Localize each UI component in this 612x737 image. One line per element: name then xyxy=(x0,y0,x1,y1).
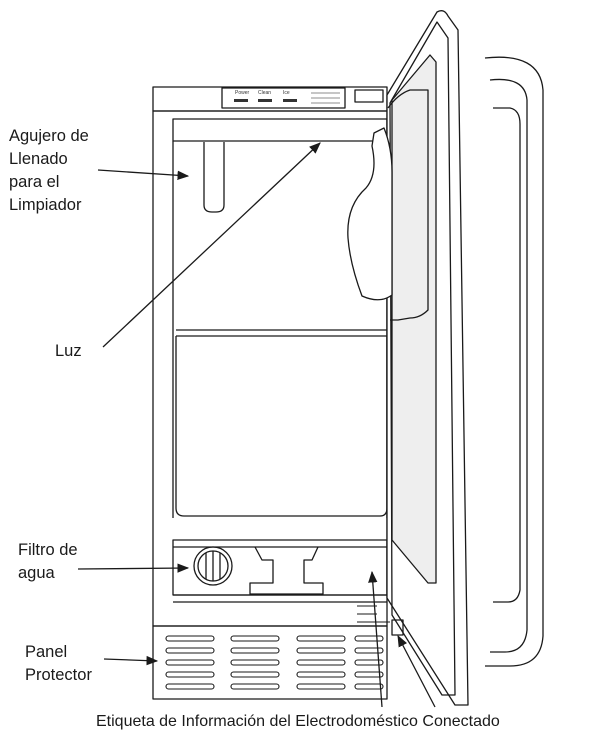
protector-panel xyxy=(152,625,388,700)
water-filter-label: Filtro de agua xyxy=(18,539,78,585)
ice-scoop xyxy=(347,127,393,301)
cabinet-frame xyxy=(152,110,388,627)
svg-text:Power: Power xyxy=(235,90,250,96)
water-filter-label-line-2: agua xyxy=(18,564,55,582)
drain-pedestal xyxy=(249,546,324,595)
cleaner-fill-hole xyxy=(203,142,225,213)
arrow-cleaner-fill-hole xyxy=(97,169,190,180)
vent-slots xyxy=(165,635,384,690)
water-filter-label-line-1: Filtro de xyxy=(18,541,78,559)
cleaner-fill-hole-label-line-3: para el xyxy=(9,173,60,191)
appliance-info-tag xyxy=(391,619,404,636)
door-back-panel xyxy=(484,56,544,667)
arrow-appliance-label-b xyxy=(397,634,436,708)
protector-panel-label-line-2: Protector xyxy=(25,666,92,684)
protector-panel-label-line-1: Panel xyxy=(25,643,68,661)
cabinet-top: Power Clean Ice xyxy=(152,86,388,112)
appliance-info-label-text: Etiqueta de Información del Electrodomés… xyxy=(96,713,500,730)
cleaner-fill-hole-label: Agujero de Llenado para el Limpiador xyxy=(9,125,89,217)
shelf xyxy=(176,329,387,337)
cleaner-fill-hole-label-line-2: Llenado xyxy=(9,150,68,168)
protector-panel-label: Panel Protector xyxy=(25,641,92,687)
cleaner-fill-hole-label-line-1: Agujero de xyxy=(9,127,89,145)
water-filter xyxy=(193,546,233,586)
appliance-info-label: Etiqueta de Información del Electrodomés… xyxy=(96,710,500,733)
cleaner-fill-hole-label-line-4: Limpiador xyxy=(9,196,82,214)
light-label-text: Luz xyxy=(55,342,82,360)
arrow-light xyxy=(102,142,321,348)
ice-bin xyxy=(175,336,388,517)
arrow-water-filter xyxy=(77,563,190,573)
open-door xyxy=(386,10,469,706)
arrow-appliance-label-a xyxy=(368,570,383,708)
arrow-protector-panel xyxy=(103,655,159,666)
light-label: Luz xyxy=(55,340,82,363)
hinge-slots xyxy=(357,605,390,623)
svg-text:Clean: Clean xyxy=(258,90,271,96)
svg-text:Ice: Ice xyxy=(283,90,290,96)
